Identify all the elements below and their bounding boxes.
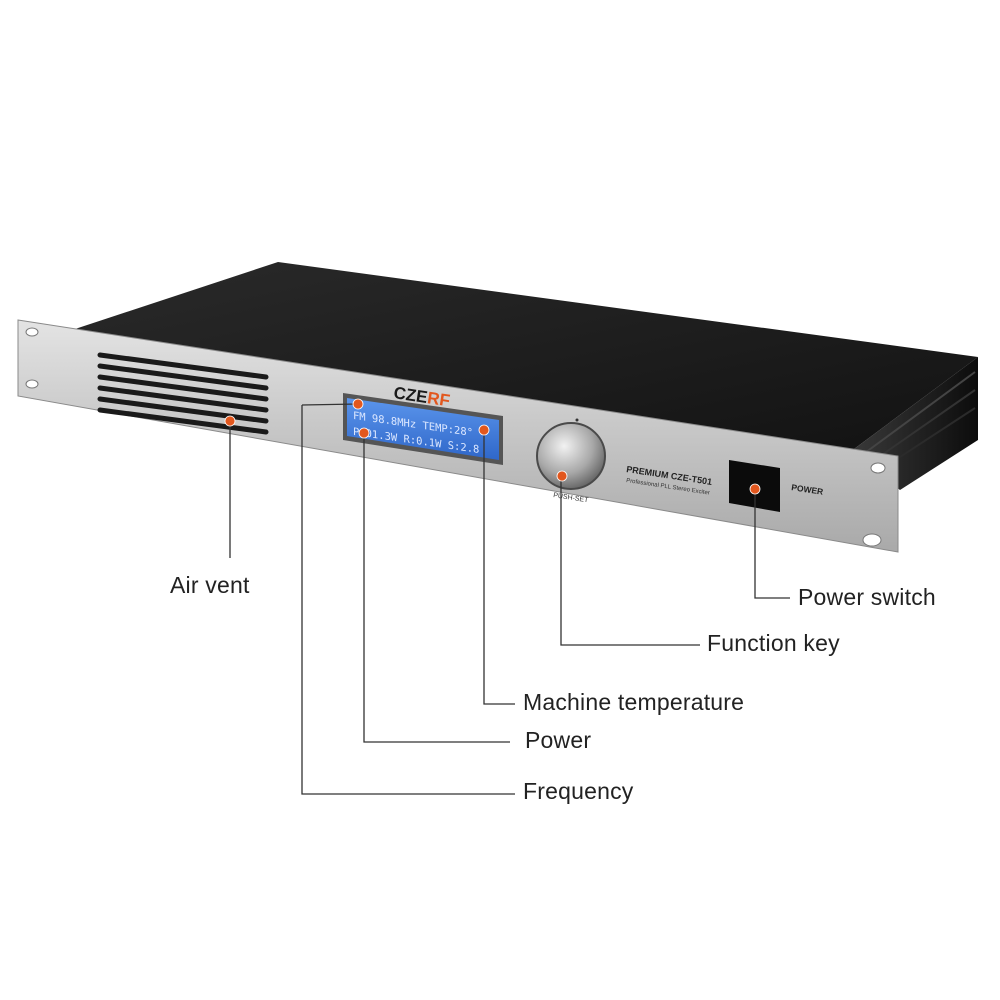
label-frequency: Frequency [523, 778, 634, 804]
leader-frequency-top [301, 403, 359, 406]
marker-frequency [352, 398, 364, 410]
label-machine-temperature: Machine temperature [523, 689, 745, 715]
power-label: POWER [791, 482, 824, 497]
leader-power [363, 433, 510, 743]
air-vent [97, 352, 269, 435]
leader-machine-temperature [483, 430, 515, 705]
knob-indicator [575, 418, 579, 422]
rack-hole-left-bottom [25, 379, 39, 389]
marker-function-key [556, 470, 568, 482]
marker-power [358, 427, 370, 439]
lcd-screen [347, 398, 499, 460]
callout-lines [229, 403, 790, 795]
function-knob[interactable] [536, 422, 606, 490]
rack-hole-right-top [870, 462, 886, 474]
leader-frequency [301, 405, 515, 795]
rack-hole-right-bottom [862, 533, 882, 547]
leader-function-key [560, 476, 700, 646]
chassis-top [72, 262, 978, 452]
marker-power-switch [749, 483, 761, 495]
callout-markers [224, 398, 761, 495]
label-function-key: Function key [707, 630, 840, 656]
marker-machine-temperature [478, 424, 490, 436]
marker-air-vent [224, 415, 236, 427]
leader-power-switch [754, 489, 790, 599]
label-air-vent: Air vent [170, 572, 250, 598]
brand-logo: CZERF [392, 383, 451, 410]
label-power: Power [525, 727, 592, 753]
rack-hole-left-top [25, 327, 39, 337]
label-power-switch: Power switch [798, 584, 936, 610]
